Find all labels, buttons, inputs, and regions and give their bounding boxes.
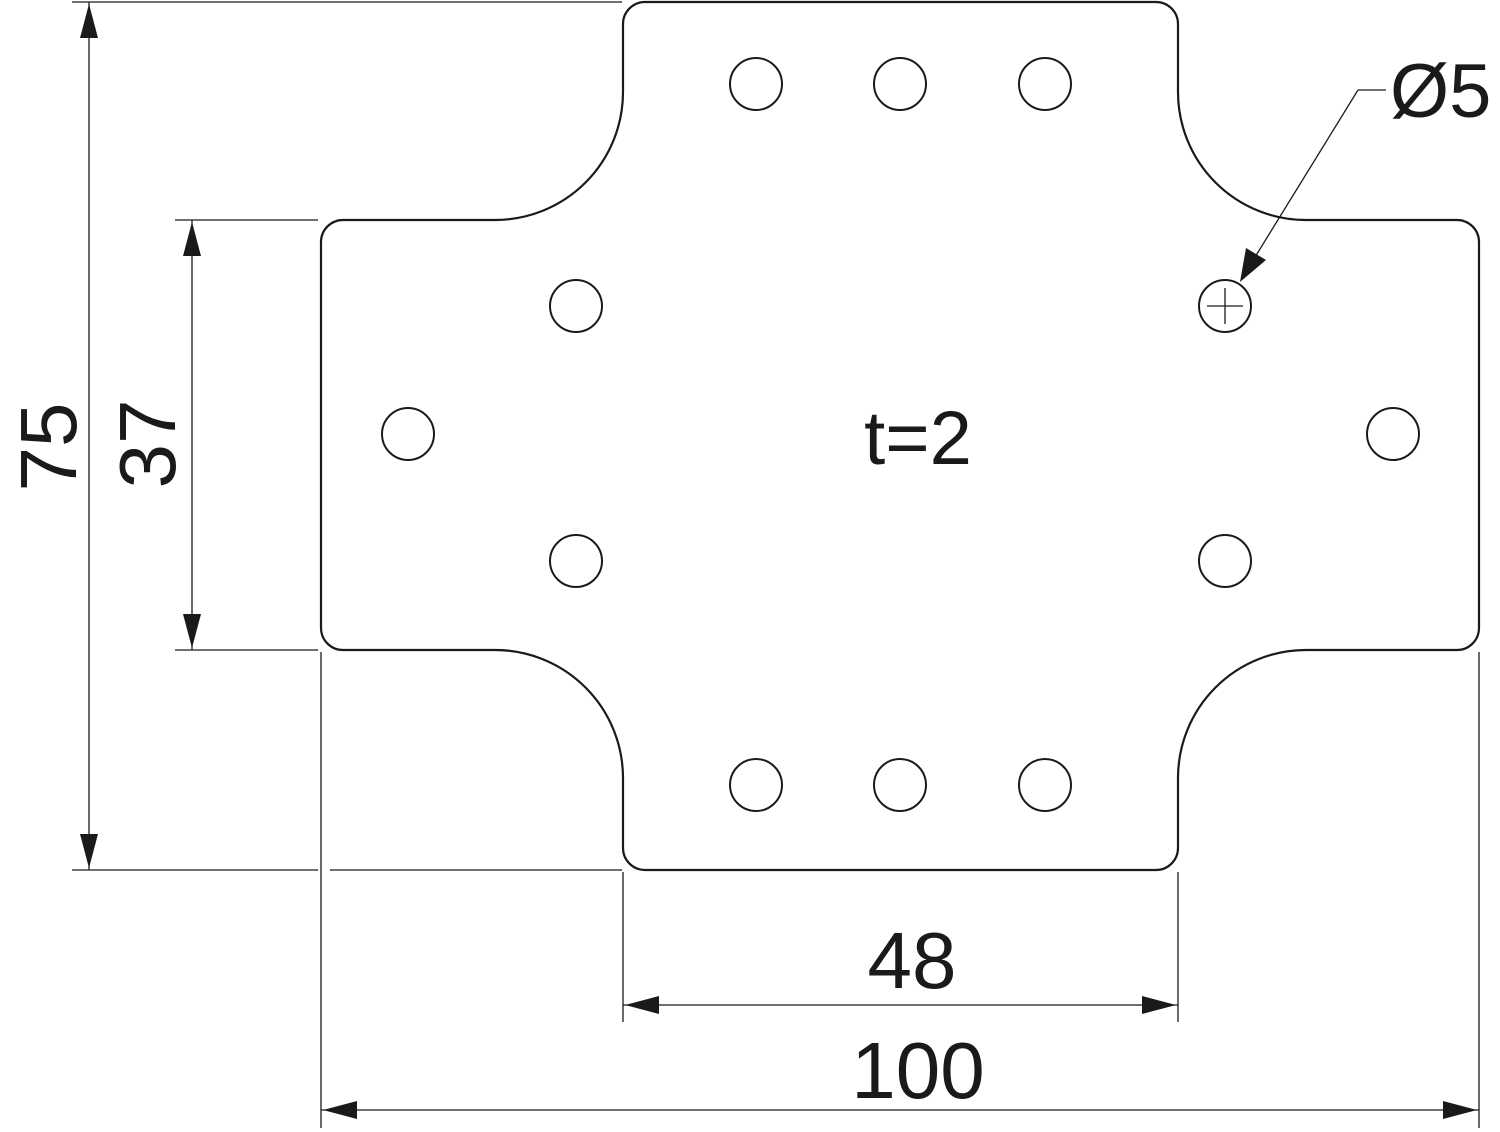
hole-top-3 <box>1018 57 1072 111</box>
arrowhead <box>625 996 659 1014</box>
arrowhead <box>1142 996 1176 1014</box>
dimension-overall-width-label: 100 <box>851 1026 984 1115</box>
holes <box>381 57 1420 812</box>
dimension-arm-height <box>175 219 318 651</box>
hole-diameter-label: Ø5 <box>1390 49 1491 134</box>
dimension-center-width-label: 48 <box>868 916 957 1005</box>
dimension-overall-width <box>320 652 1480 1128</box>
leader-arrowhead <box>1240 248 1266 282</box>
hole-left-lower <box>549 534 603 588</box>
dimension-center-width <box>622 872 1179 1022</box>
arrowhead <box>183 614 201 648</box>
dimension-overall-height-label: 75 <box>4 403 93 492</box>
hole-center-mark <box>1207 288 1243 324</box>
dimension-overall-height <box>72 1 622 871</box>
hole-right-middle <box>1366 407 1420 461</box>
hole-left-middle <box>381 407 435 461</box>
hole-bottom-2 <box>873 758 927 812</box>
thickness-label: t=2 <box>864 396 972 481</box>
dimension-arm-height-label: 37 <box>103 400 192 489</box>
arrowhead <box>183 222 201 256</box>
hole-top-1 <box>729 57 783 111</box>
hole-top-2 <box>873 57 927 111</box>
hole-right-lower <box>1198 534 1252 588</box>
arrowhead <box>80 834 98 868</box>
hole-bottom-1 <box>729 758 783 812</box>
arrowhead <box>323 1101 357 1119</box>
arrowhead <box>80 4 98 38</box>
plate-outline <box>319 0 1481 872</box>
hole-left-upper <box>549 279 603 333</box>
hole-bottom-3 <box>1018 758 1072 812</box>
arrowhead <box>1443 1101 1477 1119</box>
hole-diameter-leader <box>1240 89 1386 282</box>
